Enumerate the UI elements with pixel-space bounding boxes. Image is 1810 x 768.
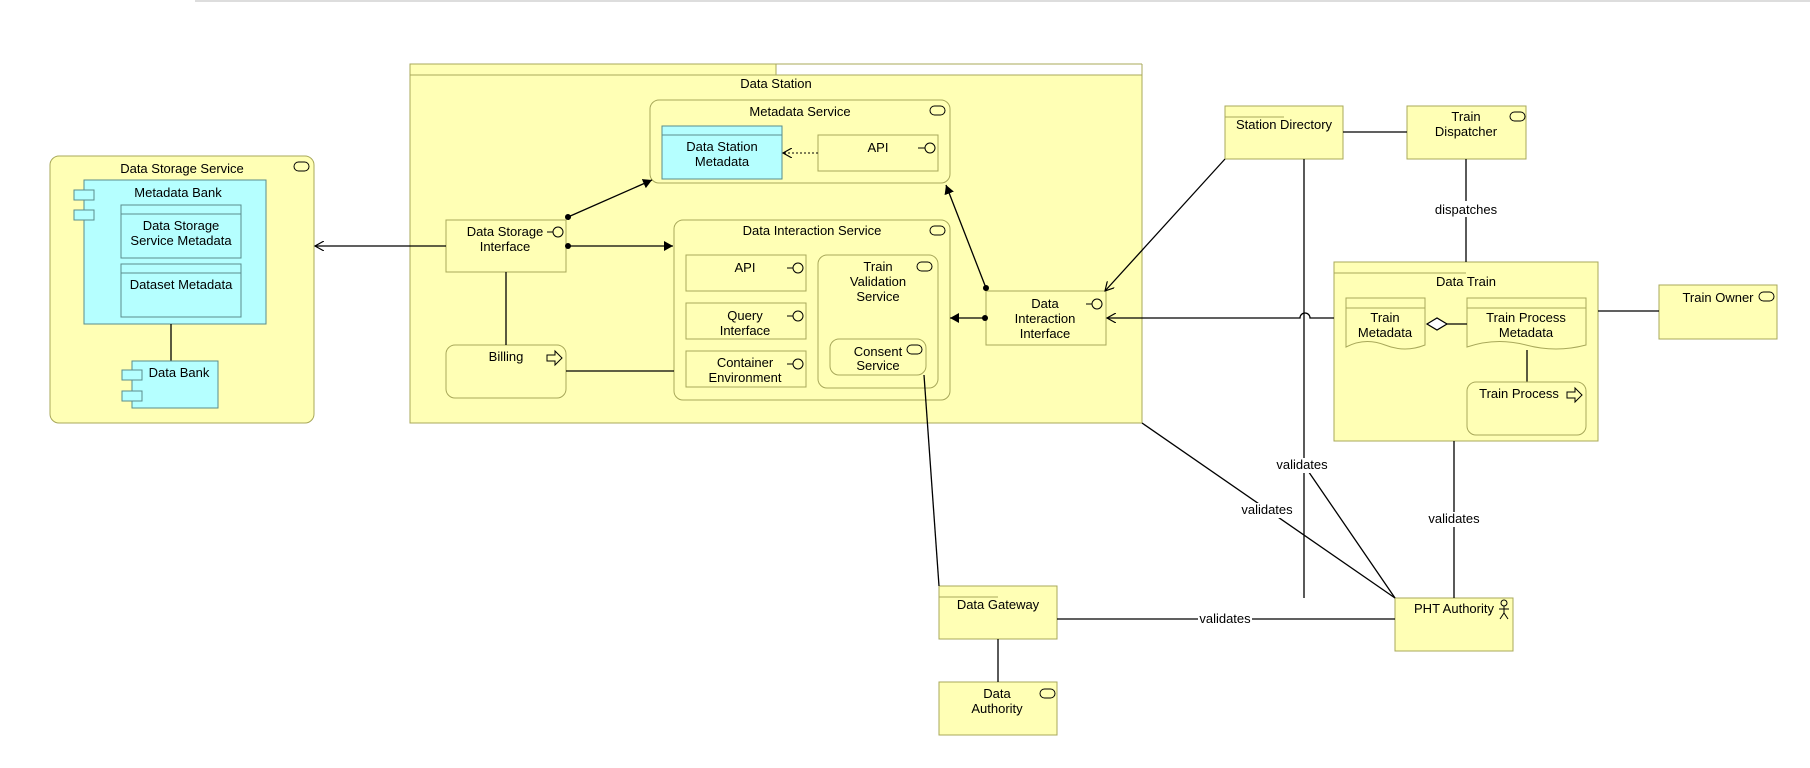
train-dispatcher-line1: Train: [1451, 109, 1480, 124]
billing-label: Billing: [489, 349, 524, 364]
service-icon: [293, 161, 310, 172]
edge-consent-gateway: [923, 374, 940, 587]
interface-icon: [1091, 298, 1103, 310]
interface-icon: [924, 142, 936, 154]
data-authority-line2: Authority: [971, 701, 1023, 716]
component-icon: [121, 369, 143, 381]
query-interface-line1: Query: [727, 308, 763, 323]
api-interaction-interface[interactable]: API: [685, 254, 807, 292]
aggregation-diamond: [1425, 317, 1449, 331]
service-icon: [929, 105, 946, 116]
train-dispatcher-line2: Dispatcher: [1435, 124, 1498, 139]
train-process-metadata-line2: Metadata: [1499, 325, 1554, 340]
data-station-metadata[interactable]: Data Station Metadata: [661, 125, 783, 180]
service-icon: [916, 261, 933, 272]
train-process[interactable]: Train Process: [1466, 381, 1587, 436]
metadata-service-label: Metadata Service: [749, 104, 850, 119]
consent-service[interactable]: Consent Service: [829, 338, 927, 376]
process-arrow-icon: [546, 349, 563, 367]
query-interface-line2: Interface: [720, 323, 771, 338]
consent-service-line1: Consent: [854, 344, 903, 359]
data-interaction-interface-line3: Interface: [1020, 326, 1071, 341]
train-metadata[interactable]: Train Metadata: [1345, 297, 1426, 350]
data-bank[interactable]: Data Bank: [121, 360, 219, 409]
edge-label-validates-directory: validates: [1276, 457, 1328, 472]
data-train-label: Data Train: [1436, 274, 1496, 289]
interface-icon: [792, 262, 804, 274]
edge-label-validates-gateway: validates: [1199, 611, 1251, 626]
train-dispatcher[interactable]: Train Dispatcher: [1406, 105, 1527, 160]
edge-storage-interface-to-metadata: [565, 179, 653, 220]
container-environment-line2: Environment: [709, 370, 782, 385]
service-icon: [1758, 291, 1775, 302]
api-interaction-label: API: [735, 260, 756, 275]
query-interface[interactable]: Query Interface: [685, 302, 807, 340]
data-storage-interface-line1: Data Storage: [467, 224, 544, 239]
data-storage-interface-line2: Interface: [480, 239, 531, 254]
edge-label-dispatches: dispatches: [1435, 202, 1498, 217]
component-icon: [73, 209, 95, 221]
pht-authority-label: PHT Authority: [1414, 601, 1494, 616]
container-environment[interactable]: Container Environment: [685, 350, 807, 388]
metadata-bank-label: Metadata Bank: [134, 185, 222, 200]
train-metadata-line2: Metadata: [1358, 325, 1413, 340]
consent-service-line2: Service: [856, 358, 899, 373]
edge-directory-to-interaction-interface: [1105, 158, 1226, 291]
station-directory[interactable]: Station Directory: [1224, 105, 1344, 160]
api-metadata-interface[interactable]: API: [817, 134, 939, 172]
train-process-metadata-line1: Train Process: [1486, 310, 1566, 325]
train-owner-label: Train Owner: [1682, 290, 1754, 305]
data-storage-service-metadata-line1: Data Storage: [143, 218, 220, 233]
container-environment-line1: Container: [717, 355, 774, 370]
data-authority-line1: Data: [983, 686, 1011, 701]
data-authority[interactable]: Data Authority: [938, 681, 1058, 736]
edge-interaction-interface-to-metadata: [944, 184, 989, 291]
process-arrow-icon: [1566, 386, 1583, 404]
data-storage-interface[interactable]: Data Storage Interface: [445, 219, 567, 273]
dataset-metadata[interactable]: Dataset Metadata: [120, 263, 242, 318]
interface-icon: [792, 358, 804, 370]
service-icon: [1039, 688, 1056, 699]
service-icon: [906, 344, 923, 355]
train-validation-service-line3: Service: [856, 289, 899, 304]
train-owner[interactable]: Train Owner: [1658, 284, 1778, 340]
data-station-metadata-line2: Metadata: [695, 154, 750, 169]
edge-label-validates-train: validates: [1428, 511, 1480, 526]
data-storage-service-label: Data Storage Service: [120, 161, 244, 176]
edge-label-validates-station: validates: [1241, 502, 1293, 517]
component-icon: [121, 390, 143, 402]
edge-train-to-interaction-interface: [1107, 312, 1334, 318]
pht-authority[interactable]: PHT Authority: [1394, 597, 1514, 652]
component-icon: [73, 189, 95, 201]
api-metadata-label: API: [868, 140, 889, 155]
data-interaction-interface[interactable]: Data Interaction Interface: [985, 290, 1107, 346]
data-bank-label: Data Bank: [149, 365, 210, 380]
train-validation-service-line2: Validation: [850, 274, 906, 289]
actor-icon: [1499, 599, 1509, 620]
edge-pht-validates-directory: [1303, 159, 1396, 599]
data-interaction-interface-line1: Data: [1031, 296, 1059, 311]
interface-icon: [792, 310, 804, 322]
train-validation-service-line1: Train: [863, 259, 892, 274]
dataset-metadata-label: Dataset Metadata: [130, 277, 233, 292]
data-storage-service-metadata[interactable]: Data Storage Service Metadata: [120, 204, 242, 259]
data-gateway-label: Data Gateway: [957, 597, 1040, 612]
train-process-label: Train Process: [1479, 386, 1559, 401]
billing-process[interactable]: Billing: [445, 344, 567, 399]
data-storage-service-metadata-line2: Service Metadata: [130, 233, 232, 248]
interface-icon: [552, 226, 564, 238]
data-interaction-service-label: Data Interaction Service: [743, 223, 882, 238]
data-gateway[interactable]: Data Gateway: [938, 585, 1058, 640]
data-station-label: Data Station: [740, 76, 812, 91]
data-interaction-interface-line2: Interaction: [1015, 311, 1076, 326]
train-metadata-line1: Train: [1370, 310, 1399, 325]
train-process-metadata[interactable]: Train Process Metadata: [1466, 297, 1587, 350]
data-station-metadata-line1: Data Station: [686, 139, 758, 154]
station-directory-label: Station Directory: [1236, 117, 1333, 132]
service-icon: [1509, 111, 1526, 122]
